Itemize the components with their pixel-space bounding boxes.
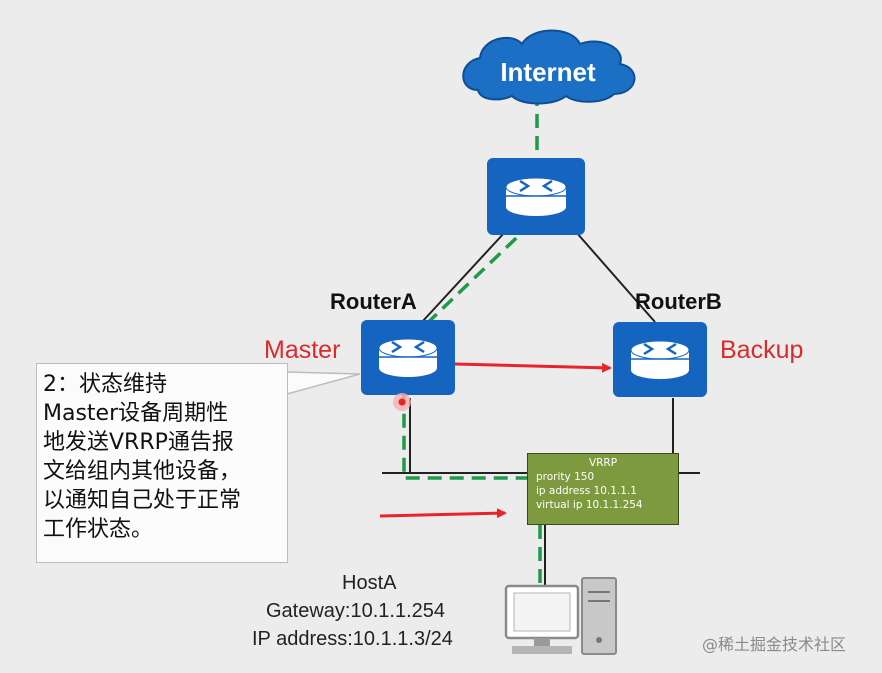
callout-line: 2：状态维持 [43, 372, 167, 397]
vrrp-ip-address: ip address 10.1.1.1 [536, 485, 637, 497]
callout-line: 以通知自己处于正常 [43, 488, 242, 513]
router-b-role: Backup [720, 336, 804, 364]
callout-pointer [286, 371, 361, 395]
callout-line: Master设备周期性 [43, 401, 229, 426]
router-a-role: Master [264, 336, 341, 364]
pointer-dot [393, 393, 411, 411]
traffic-path [402, 92, 539, 480]
vrrp-priority: prority 150 [536, 471, 595, 483]
vrrp-virtual-ip: virtual ip 10.1.1.254 [536, 499, 643, 511]
vrrp-title: VRRP [588, 457, 618, 469]
callout-line: 文给组内其他设备， [43, 459, 242, 484]
vrrp-advert-arrow [454, 362, 612, 373]
host-ip-address: IP address:10.1.1.3/24 [252, 628, 453, 650]
internet-cloud [462, 29, 636, 105]
router-a-icon [361, 320, 455, 395]
host-name: HostA [342, 572, 397, 594]
host-gateway: Gateway:10.1.1.254 [266, 600, 446, 622]
vrrp-config-box: VRRP prority 150 ip address 10.1.1.1 vir… [527, 453, 679, 525]
router-a-name: RouterA [330, 289, 417, 314]
state-maintenance-callout: 2：状态维持 Master设备周期性 地发送VRRP通告报 文给组内其他设备， … [36, 363, 288, 563]
link-top-to-routerB [575, 231, 656, 323]
incoming-arrow [379, 508, 507, 519]
router-b-name: RouterB [635, 289, 722, 314]
callout-line: 地发送VRRP通告报 [43, 430, 234, 455]
host-computer-icon [504, 577, 617, 655]
watermark: @稀土掘金技术社区 [702, 635, 847, 654]
callout-line: 工作状态。 [43, 517, 154, 542]
internet-label: Internet [500, 57, 596, 87]
router-b-icon [613, 322, 707, 397]
core-router [487, 158, 585, 235]
link-top-to-routerA [421, 231, 506, 323]
